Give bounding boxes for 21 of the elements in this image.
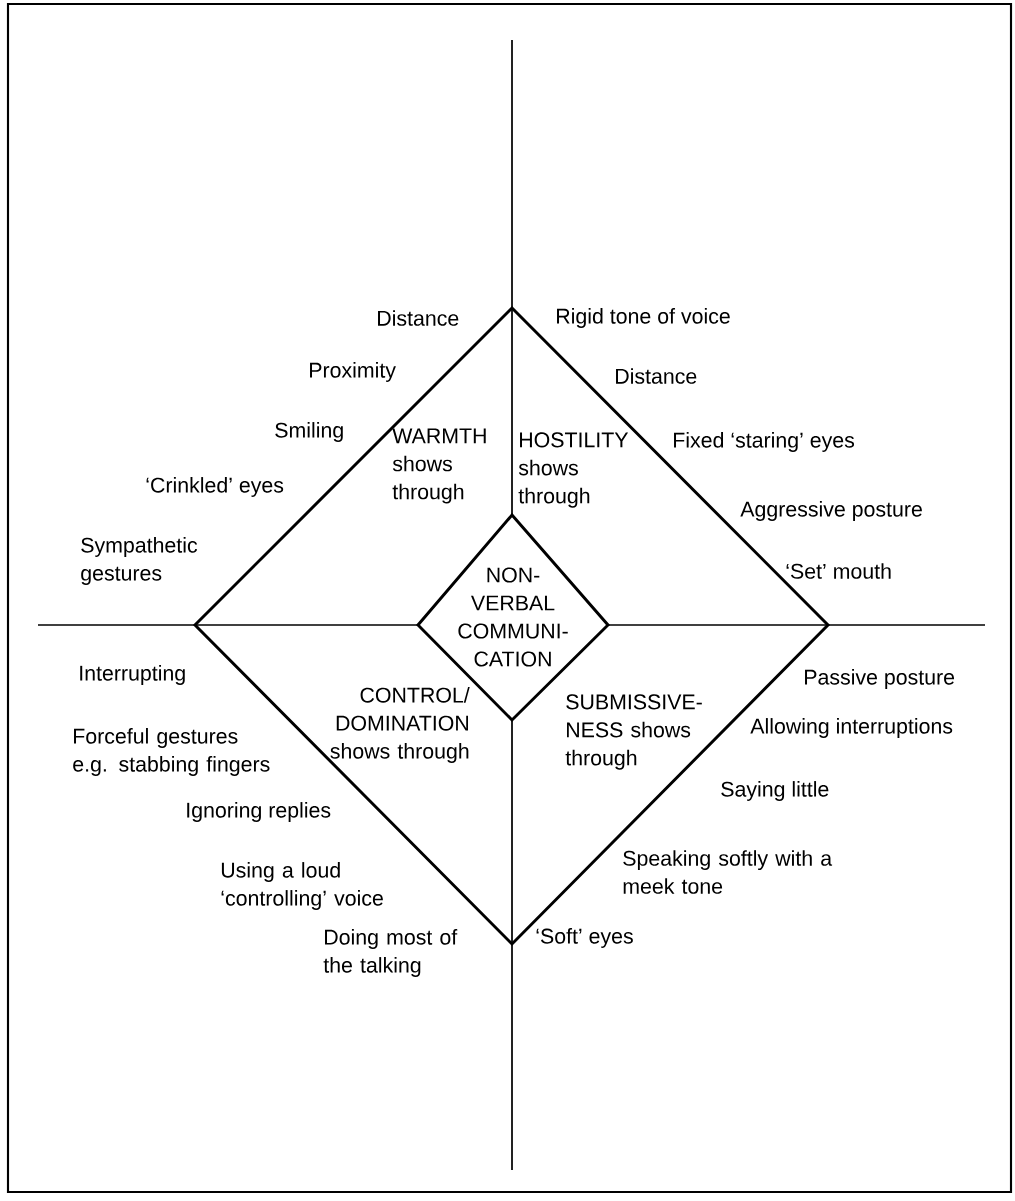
cue-label: Sympathetic gestures [81, 537, 198, 585]
cue-label: Using a loud ‘controlling’ voice [221, 862, 383, 910]
cue-label: Smiling [275, 422, 343, 442]
cue-label: Saying little [721, 781, 829, 801]
cue-label: Rigid tone of voice [557, 308, 730, 328]
cue-label: Fixed ‘staring’ eyes [674, 432, 855, 452]
quadrant-label: WARMTH shows through [392, 428, 486, 504]
cue-label: Forceful gestures e.g. stabbing fingers [73, 728, 270, 776]
cue-label: Doing most of the talking [323, 929, 458, 977]
cue-label: Interrupting [80, 665, 185, 685]
cue-label: Proximity [310, 362, 396, 382]
cue-label: ‘Crinkled’ eyes [146, 477, 284, 497]
cue-label: Allowing interruptions [750, 718, 953, 738]
cue-label: Aggressive posture [740, 501, 922, 521]
cue-label: ‘Soft’ eyes [536, 928, 633, 948]
cue-label: Speaking softly with a meek tone [623, 850, 833, 894]
cue-label: ‘Set’ mouth [786, 563, 891, 579]
cue-label: Distance [378, 310, 459, 326]
cue-label: Passive posture [805, 669, 955, 689]
cue-label: Ignoring replies [187, 802, 331, 822]
cue-label: Distance [616, 368, 697, 384]
